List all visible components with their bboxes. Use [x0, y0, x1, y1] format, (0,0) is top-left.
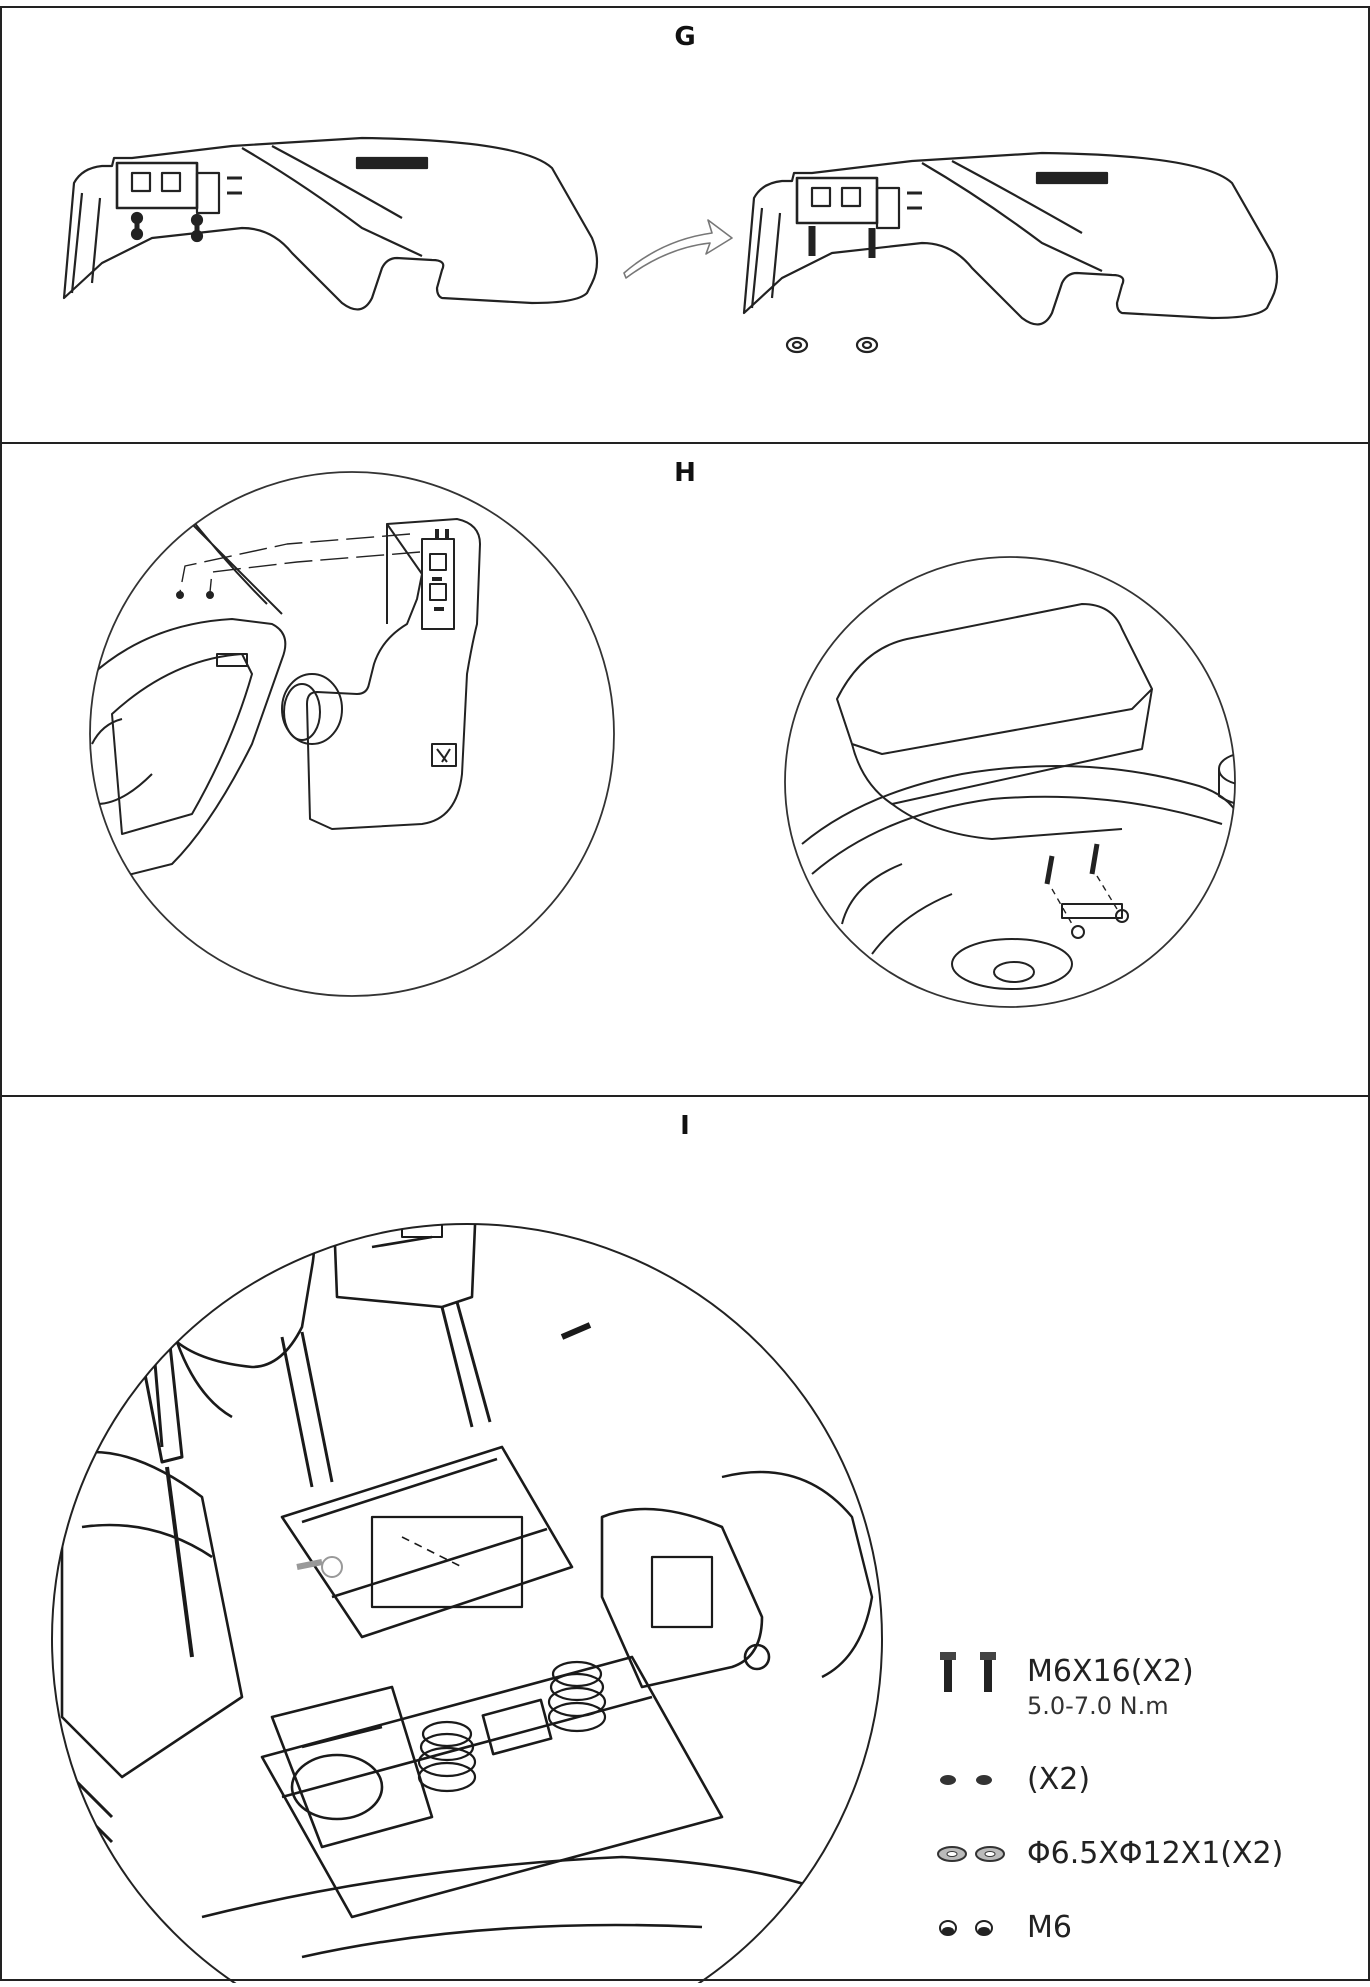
panel-i-illustration [51, 1223, 883, 1983]
flat-washer-icon [937, 1846, 1005, 1862]
lock-washer-icon [940, 1775, 992, 1785]
chute-after [742, 151, 1279, 354]
legend-bolt-row: M6X16(X2) 5.0-7.0 N.m [932, 1642, 1352, 1720]
bolt-spec: M6X16(X2) [1027, 1654, 1194, 1689]
removed-nut [785, 336, 809, 354]
nut-icon [939, 1920, 993, 1936]
panel-g-label: G [674, 22, 696, 52]
chute-before [62, 136, 599, 311]
panel-i-label: I [680, 1111, 690, 1141]
legend-flat-washer-row: Φ6.5XΦ12X1(X2) [932, 1824, 1352, 1884]
process-arrow [623, 219, 733, 279]
panel-h-label: H [674, 458, 696, 488]
bolt-icon [940, 1652, 996, 1692]
detail-circle-right [784, 556, 1236, 1008]
removed-nut [855, 336, 879, 354]
panel-i: I [0, 1095, 1370, 1983]
bolt-torque: 5.0-7.0 N.m [1027, 1692, 1169, 1720]
lock-washer-spec: (X2) [1027, 1762, 1091, 1797]
panel-h: H [0, 442, 1370, 1095]
nut-spec: M6 [1027, 1910, 1072, 1945]
legend-lock-washer-row: (X2) [932, 1750, 1352, 1810]
legend-nut-row: M6 [932, 1898, 1352, 1958]
panel-h-illustration [89, 471, 1236, 1008]
panel-g: G [0, 6, 1370, 442]
panel-g-illustration [62, 136, 1279, 354]
detail-circle-seat [51, 1223, 883, 1983]
detail-circle-left [89, 471, 615, 997]
flat-washer-spec: Φ6.5XΦ12X1(X2) [1027, 1836, 1284, 1871]
